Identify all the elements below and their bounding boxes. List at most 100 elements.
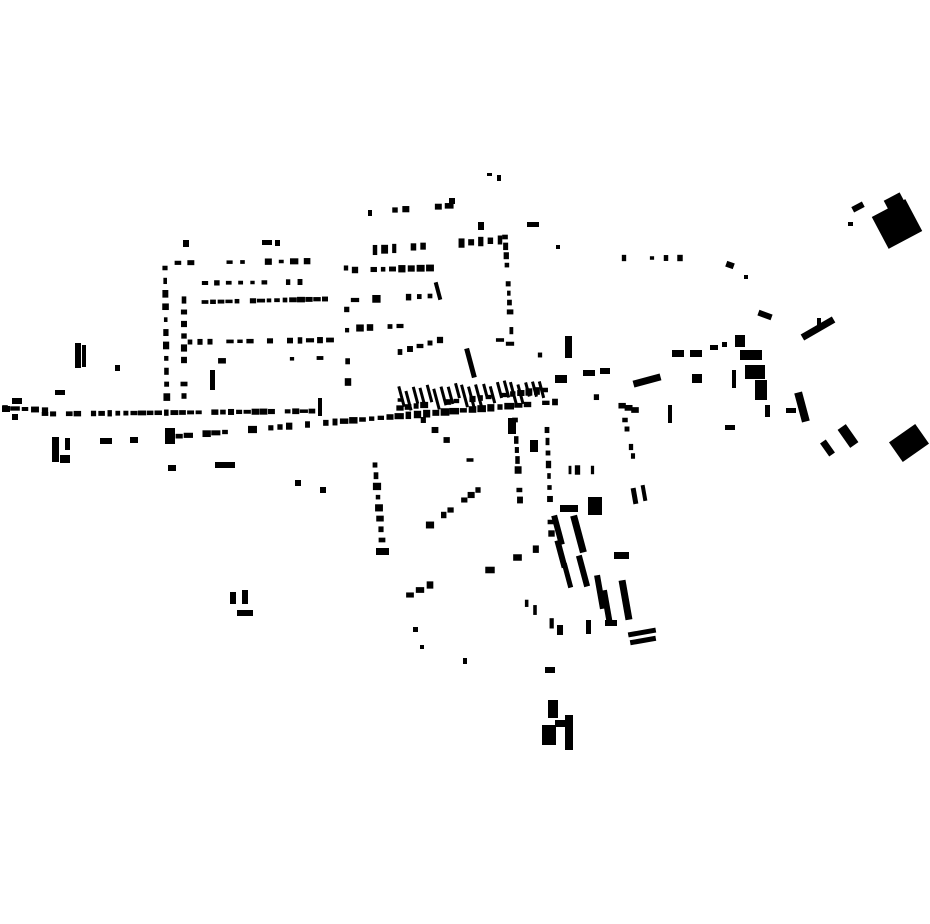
building	[65, 438, 70, 450]
building	[440, 408, 450, 416]
building	[299, 409, 308, 413]
building	[372, 462, 378, 468]
building	[377, 415, 385, 420]
building	[180, 381, 188, 387]
building	[444, 203, 454, 209]
building	[820, 439, 835, 457]
building	[411, 386, 420, 405]
building	[618, 402, 626, 409]
building	[404, 404, 412, 410]
building	[12, 398, 22, 404]
building	[225, 299, 233, 304]
building	[605, 620, 617, 626]
building	[556, 245, 560, 249]
building	[725, 425, 735, 430]
building	[848, 222, 853, 226]
building	[570, 514, 587, 554]
building	[504, 402, 515, 410]
building	[509, 327, 514, 335]
building	[406, 592, 414, 598]
building	[640, 484, 648, 502]
building	[398, 265, 406, 273]
building	[165, 428, 175, 444]
building	[547, 473, 551, 479]
building	[181, 356, 187, 364]
building	[542, 387, 548, 393]
building	[162, 265, 168, 271]
building	[323, 419, 329, 426]
building	[568, 465, 572, 475]
building	[350, 297, 360, 303]
building	[497, 235, 503, 245]
building	[624, 404, 633, 411]
building	[248, 425, 257, 434]
building	[545, 437, 550, 446]
building	[378, 526, 384, 533]
building	[677, 254, 683, 262]
building	[180, 344, 188, 352]
building	[468, 239, 475, 246]
building	[548, 530, 555, 537]
building	[583, 370, 595, 376]
building	[507, 299, 512, 306]
building	[100, 438, 112, 444]
building	[211, 430, 221, 436]
building	[376, 548, 389, 555]
building	[447, 507, 454, 513]
building	[115, 410, 121, 416]
building	[356, 324, 364, 332]
building	[250, 280, 255, 285]
building	[392, 207, 398, 213]
building	[175, 433, 183, 439]
building	[344, 378, 352, 386]
building	[407, 346, 413, 352]
building	[234, 298, 240, 304]
building	[396, 405, 404, 411]
building	[460, 384, 469, 408]
building	[545, 667, 555, 673]
building	[467, 491, 475, 499]
building	[413, 627, 418, 632]
building	[286, 337, 294, 344]
building	[397, 386, 406, 408]
building	[495, 338, 505, 342]
building	[268, 425, 274, 431]
building	[732, 370, 736, 388]
building	[560, 505, 578, 512]
building	[502, 234, 508, 240]
building	[381, 244, 389, 254]
building-footprints	[2, 173, 929, 750]
building	[668, 405, 672, 423]
building	[524, 599, 529, 607]
building	[427, 293, 433, 299]
building	[164, 409, 169, 416]
building	[495, 381, 504, 399]
building	[415, 587, 425, 593]
building	[786, 408, 796, 413]
building	[392, 243, 397, 254]
building	[396, 323, 404, 329]
building	[375, 504, 383, 512]
building	[487, 173, 492, 176]
building	[345, 327, 350, 333]
building	[326, 337, 334, 343]
building	[305, 338, 315, 343]
building	[292, 408, 300, 415]
building	[420, 417, 426, 423]
building	[537, 381, 546, 399]
building	[445, 399, 451, 405]
building	[426, 264, 434, 272]
building	[162, 341, 170, 350]
building	[474, 384, 483, 407]
building	[545, 450, 551, 456]
building	[593, 394, 600, 401]
building	[515, 456, 520, 464]
building	[366, 324, 374, 331]
building	[433, 281, 443, 301]
building	[369, 416, 375, 421]
building	[514, 436, 519, 444]
building	[297, 278, 303, 286]
building	[107, 410, 112, 417]
building	[630, 453, 636, 459]
